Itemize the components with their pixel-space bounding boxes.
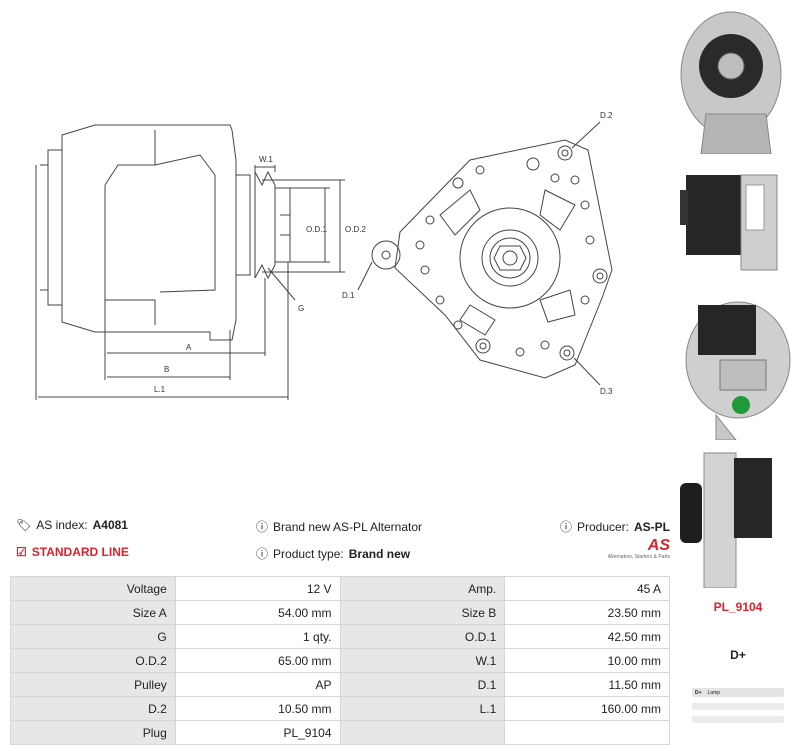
spec-value: 45 A <box>504 576 670 601</box>
product-info: 🏷 AS index: A4081 ⓘ Brand new AS-PL Alte… <box>16 518 670 568</box>
spec-value: 160.00 mm <box>504 696 670 721</box>
logo-tagline: Alternators, Starters & Parts <box>607 554 670 560</box>
product-type-label: Product type: <box>273 546 344 561</box>
spec-value: 42.50 mm <box>504 624 670 649</box>
spec-label: D.1 <box>339 672 506 697</box>
spec-value <box>504 720 670 745</box>
label-od1: O.D.1 <box>306 225 327 234</box>
plug-code[interactable]: PL_9104 <box>713 600 763 614</box>
spec-label: G <box>10 624 176 649</box>
spec-value: PL_9104 <box>174 720 341 745</box>
label-w1: W.1 <box>259 155 273 164</box>
label-d1: D.1 <box>342 291 355 300</box>
spec-label: W.1 <box>339 648 506 673</box>
product-type-value: Brand new <box>348 546 411 561</box>
plug-diagram: D+ Lamp <box>692 688 784 723</box>
as-index-label: AS index: <box>36 518 88 532</box>
product-type: ⓘ Product type: Brand new <box>256 545 410 562</box>
label-a: A <box>186 343 192 352</box>
spec-value: 23.50 mm <box>504 600 670 625</box>
checkbox-icon: ☑ <box>16 545 27 559</box>
spec-label: L.1 <box>339 696 506 721</box>
spec-label: O.D.1 <box>339 624 506 649</box>
spec-label: Pulley <box>10 672 176 697</box>
spec-label: Voltage <box>10 576 176 601</box>
producer: ⓘ Producer: AS-PL <box>560 518 670 535</box>
label-g: G <box>298 304 304 313</box>
as-index: 🏷 AS index: A4081 <box>16 518 128 532</box>
label-d3: D.3 <box>600 387 613 396</box>
description: ⓘ Brand new AS-PL Alternator <box>256 518 422 535</box>
info-icon: ⓘ <box>256 547 269 561</box>
photo-side-view-2[interactable] <box>676 448 800 588</box>
spec-label: Size B <box>339 600 506 625</box>
spec-label: D.2 <box>10 696 176 721</box>
info-icon: ⓘ <box>559 520 572 534</box>
tag-icon: 🏷 <box>16 518 32 532</box>
spec-value: 1 qty. <box>174 624 341 649</box>
photo-rear-view[interactable] <box>676 295 800 440</box>
plug-pin-desc: Lamp <box>707 689 721 696</box>
spec-label: Size A <box>10 600 176 625</box>
spec-value: 11.50 mm <box>504 672 670 697</box>
logo-mark: AS <box>647 537 670 554</box>
as-index-value: A4081 <box>92 518 128 532</box>
producer-value: AS-PL <box>634 519 670 534</box>
spec-label: Plug <box>10 720 176 745</box>
producer-label: Producer: <box>576 519 629 534</box>
spec-label <box>339 720 506 745</box>
spec-value: 10.00 mm <box>504 648 670 673</box>
standard-line: ☑ STANDARD LINE <box>16 545 129 559</box>
technical-drawing: W.1 O.D.1 O.D.2 G A B L.1 D.1 D.2 D.3 <box>35 111 613 400</box>
photo-side-view[interactable] <box>676 160 800 285</box>
alternator-dimension-drawing: W.1 O.D.1 O.D.2 G A B L.1 D.1 D.2 D.3 <box>35 111 613 400</box>
spec-value: 12 V <box>174 576 341 601</box>
plug-pin: D+ <box>695 689 702 696</box>
label-d2: D.2 <box>600 111 613 120</box>
spec-label: O.D.2 <box>10 648 176 673</box>
info-icon: ⓘ <box>256 520 269 534</box>
label-l1: L.1 <box>154 385 166 394</box>
spec-value: AP <box>174 672 341 697</box>
as-logo: AS Alternators, Starters & Parts <box>607 537 670 561</box>
standard-line-text: STANDARD LINE <box>31 545 129 559</box>
spec-value: 65.00 mm <box>174 648 341 673</box>
spec-label: Amp. <box>339 576 506 601</box>
description-text: Brand new AS-PL Alternator <box>273 519 422 534</box>
terminal-label: D+ <box>730 648 746 662</box>
photo-front-view[interactable] <box>676 4 800 154</box>
label-od2: O.D.2 <box>345 225 366 234</box>
spec-value: 10.50 mm <box>174 696 341 721</box>
label-b: B <box>164 365 169 374</box>
spec-value: 54.00 mm <box>174 600 341 625</box>
